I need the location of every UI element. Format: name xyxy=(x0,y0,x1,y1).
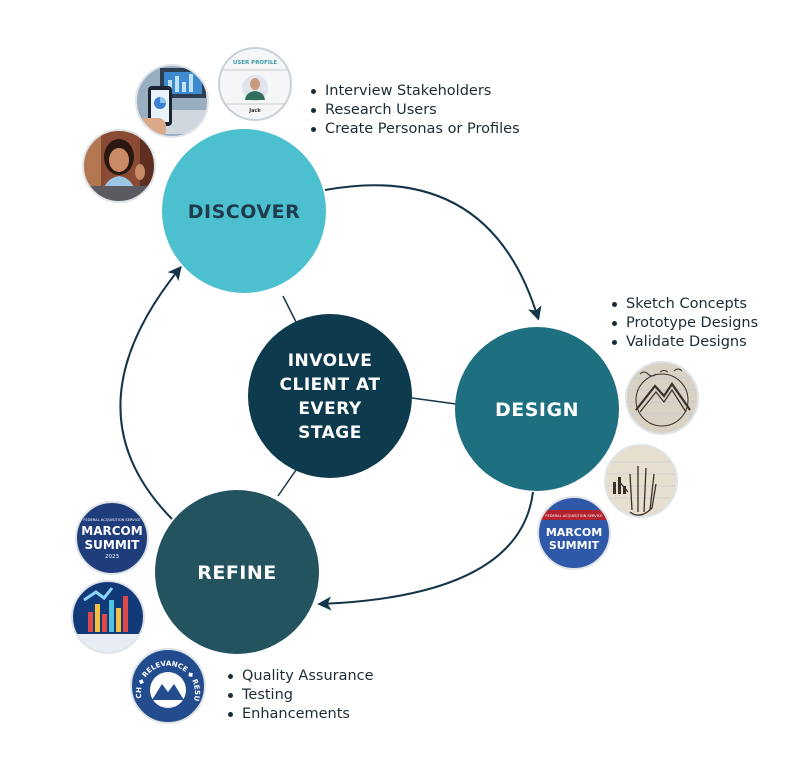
hand-chart-illustration xyxy=(71,580,145,654)
design-circle xyxy=(455,327,619,491)
center-circle xyxy=(248,314,412,478)
design-bullet-2: Prototype Designs xyxy=(612,314,758,333)
design-label: DESIGN xyxy=(495,399,579,421)
connector-refine xyxy=(277,469,297,497)
connector-design xyxy=(411,397,457,405)
refine-label: REFINE xyxy=(197,562,277,584)
user-profile-card: USER PROFILE Jack xyxy=(218,47,292,121)
refine-bullet-1: Quality Assurance xyxy=(228,667,374,686)
discover-bullet-2: Research Users xyxy=(311,101,520,120)
center-hub: INVOLVE CLIENT AT EVERY STAGE xyxy=(248,314,412,478)
phone-laptop-photo xyxy=(135,64,209,138)
discover-circle xyxy=(162,129,326,293)
arrow-refine-to-discover xyxy=(119,265,182,520)
refine-bullet-3: Enhancements xyxy=(228,705,374,724)
stage-refine: REFINE xyxy=(155,490,319,654)
prototype-sketch-photo xyxy=(604,444,678,518)
arrow-discover-to-design xyxy=(324,184,542,321)
design-bullet-1: Sketch Concepts xyxy=(612,295,758,314)
design-bullets: Sketch Concepts Prototype Designs Valida… xyxy=(612,295,758,352)
marcom-right-line2: SUMMIT xyxy=(549,539,600,552)
marcom-left-year: 2023 xyxy=(105,554,119,560)
marcom-left-line1: MARCOM xyxy=(81,524,142,538)
refine-circle xyxy=(155,490,319,654)
discover-bullets: Interview Stakeholders Research Users Cr… xyxy=(311,82,520,139)
user-profile-name: Jack xyxy=(248,108,261,114)
user-profile-title: USER PROFILE xyxy=(233,60,278,66)
marcom-summit-badge-right: FEDERAL ACQUISITION SERVICE MARCOM SUMMI… xyxy=(537,496,611,570)
discover-bullet-3: Create Personas or Profiles xyxy=(311,120,520,139)
center-line-1: INVOLVE xyxy=(288,351,373,371)
woman-photo xyxy=(82,129,156,203)
marcom-right-line1: MARCOM xyxy=(546,526,602,539)
marcom-left-top: FEDERAL ACQUISITION SERVICE xyxy=(83,518,141,522)
marcom-summit-badge-left: FEDERAL ACQUISITION SERVICE MARCOM SUMMI… xyxy=(75,501,149,575)
discover-label: DISCOVER xyxy=(188,201,300,223)
center-line-4: STAGE xyxy=(298,423,362,443)
stage-discover: DISCOVER xyxy=(162,129,326,293)
marcom-right-top: FEDERAL ACQUISITION SERVICE xyxy=(545,514,603,518)
design-bullet-3: Validate Designs xyxy=(612,333,758,352)
stage-design: DESIGN xyxy=(455,327,619,491)
marcom-left-line2: SUMMIT xyxy=(85,538,141,552)
center-line-2: CLIENT AT xyxy=(280,375,381,395)
discover-bullet-1: Interview Stakeholders xyxy=(311,82,520,101)
center-line-3: EVERY xyxy=(298,399,362,419)
mountain-icon xyxy=(152,684,184,700)
refine-bullet-2: Testing xyxy=(228,686,374,705)
sketch-concept-photo xyxy=(625,361,699,435)
refine-bullets: Quality Assurance Testing Enhancements xyxy=(228,667,374,724)
arrow-design-to-refine xyxy=(317,491,534,611)
cycle-arrows xyxy=(119,184,542,611)
